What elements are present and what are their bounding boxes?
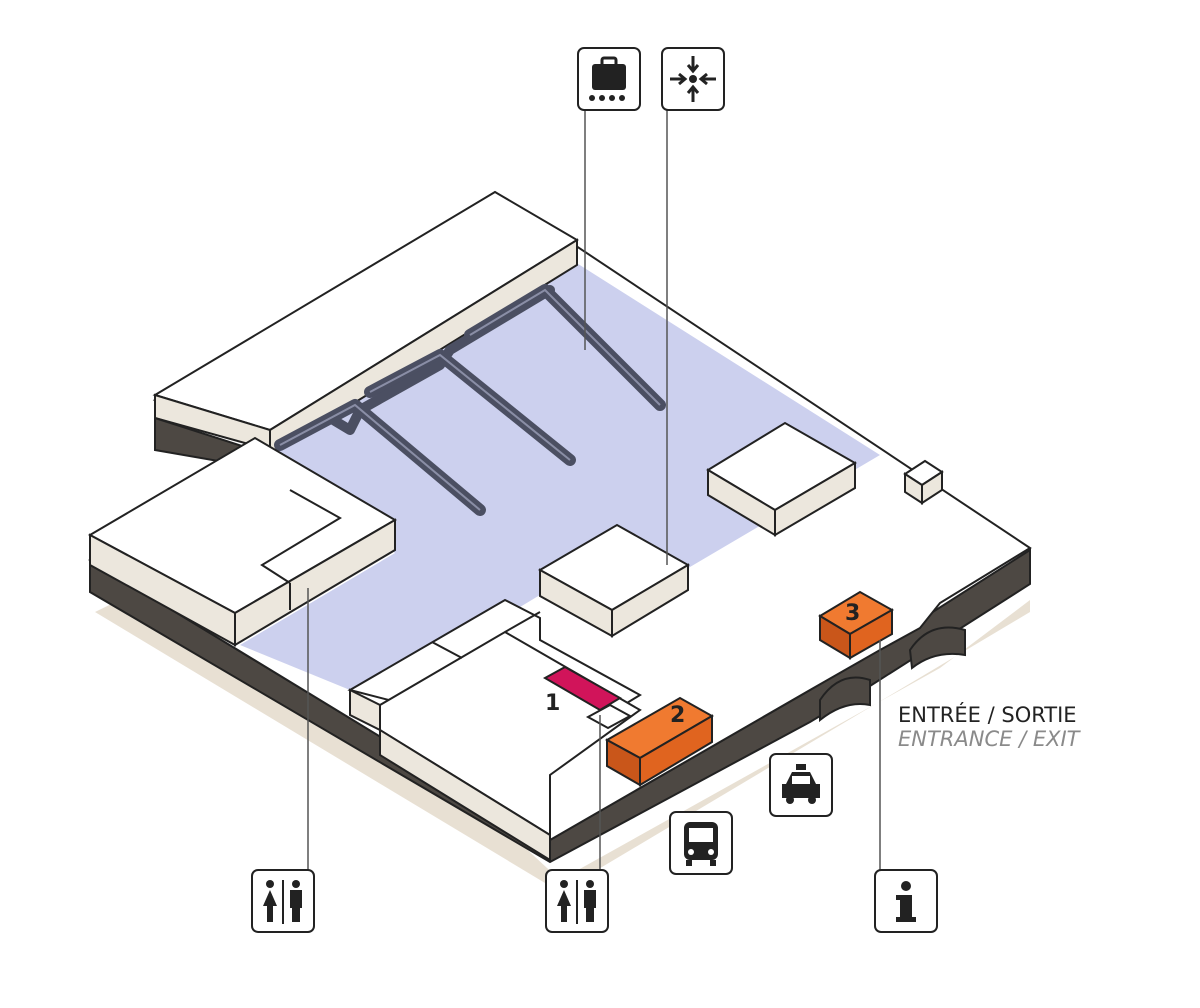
bus-icon[interactable] (669, 811, 733, 875)
leader-lines (307, 110, 881, 870)
small-cube (903, 459, 944, 505)
marker-1-area: 1 (542, 665, 633, 730)
meeting-point-icon[interactable] (661, 47, 725, 111)
left-building-block (87, 436, 397, 647)
entrance-notches (819, 626, 966, 723)
marker-1-label: 1 (545, 691, 560, 716)
toilets-icon[interactable] (251, 869, 315, 933)
right-block (706, 421, 857, 537)
marker-3-label: 3 (845, 601, 860, 626)
toilets-icon[interactable] (545, 869, 609, 933)
entrance-label-fr: ENTRÉE / SORTIE (898, 702, 1077, 727)
marker-3-block[interactable]: 3 (818, 590, 895, 660)
entrance-label-en: ENTRANCE / EXIT (898, 727, 1082, 751)
marker-2-block[interactable]: 2 (604, 696, 715, 787)
marker-2-label: 2 (670, 703, 685, 728)
center-block (537, 523, 690, 638)
information-icon[interactable] (874, 869, 938, 933)
baggage-claim-icon[interactable] (577, 47, 641, 111)
taxi-icon[interactable] (769, 753, 833, 817)
